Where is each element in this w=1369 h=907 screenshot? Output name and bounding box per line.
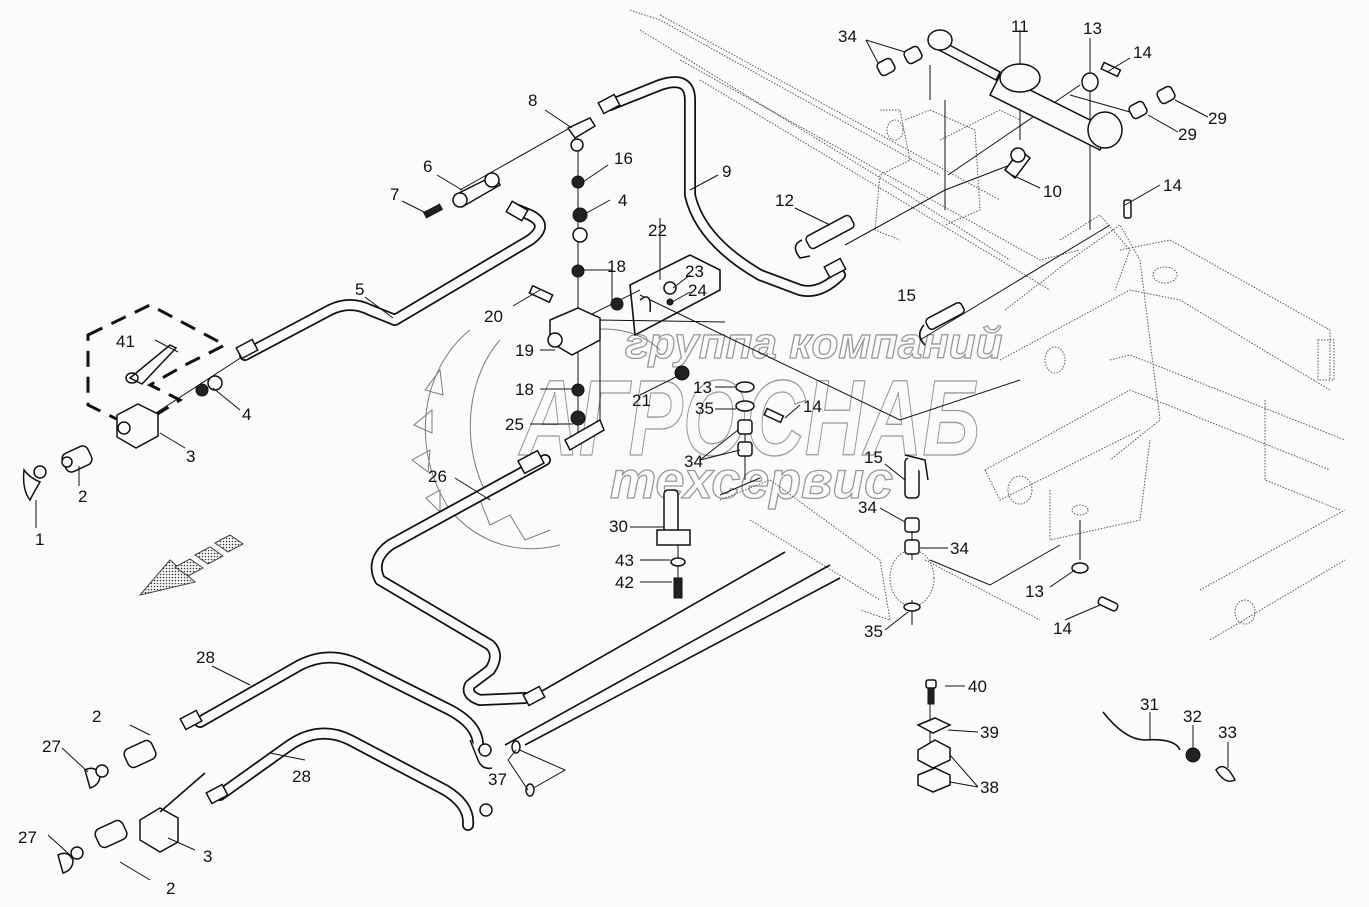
callout-20: 20 [484,307,503,326]
callout-7: 7 [390,185,399,204]
callout-41: 41 [116,332,135,351]
callout-leaders [35,30,1229,881]
kit-41-boundary [86,303,229,430]
callout-12: 12 [775,191,794,210]
callout-14: 14 [803,397,822,416]
callout-38: 38 [980,778,999,797]
callout-27: 27 [42,737,61,756]
callout-34: 34 [858,498,877,517]
callout-4: 4 [242,405,251,424]
callout-21: 21 [632,391,651,410]
callout-9: 9 [722,162,731,181]
callout-15: 15 [897,286,916,305]
callout-15: 15 [864,448,883,467]
callout-34: 34 [950,539,969,558]
callout-43: 43 [615,551,634,570]
callout-30: 30 [609,517,628,536]
callout-16: 16 [614,149,633,168]
callout-24: 24 [688,281,707,300]
callout-18: 18 [515,380,534,399]
callout-29: 29 [1178,125,1197,144]
watermark-line1: группа компаний [625,319,1003,368]
callout-35: 35 [695,399,714,418]
watermark-wreath-icon [411,328,661,550]
callout-37: 37 [488,770,507,789]
callout-29: 29 [1208,109,1227,128]
arrow-down-left-icon [138,534,244,596]
callout-1: 1 [35,530,44,549]
callout-40: 40 [968,677,987,696]
callout-27: 27 [18,828,37,847]
callout-4: 4 [618,191,627,210]
callout-23: 23 [685,262,704,281]
callout-3: 3 [203,847,212,866]
lever-part [125,344,178,385]
callout-19: 19 [515,341,534,360]
pipes [194,76,846,831]
callout-11: 11 [1011,17,1029,36]
callout-13: 13 [693,378,712,397]
callout-28: 28 [196,648,215,667]
watermark-line2: АГРОСНАБ [518,357,980,478]
callout-39: 39 [980,723,999,742]
callout-42: 42 [615,573,634,592]
machine-frame [629,9,1346,641]
parts [22,29,1237,874]
callout-18: 18 [607,257,626,276]
callout-10: 10 [1043,182,1062,201]
callout-6: 6 [423,157,432,176]
callout-14: 14 [1053,619,1072,638]
callout-28: 28 [292,767,311,786]
callout-2: 2 [92,707,101,726]
callout-35: 35 [864,622,883,641]
callout-25: 25 [505,415,524,434]
callout-34: 34 [838,27,857,46]
callout-34: 34 [684,452,703,471]
callout-5: 5 [355,280,364,299]
callout-14: 14 [1163,176,1182,195]
callout-22: 22 [648,221,667,240]
callout-2: 2 [166,879,175,898]
callout-13: 13 [1025,582,1044,601]
callout-26: 26 [428,467,447,486]
callout-labels: 1 2 2 2 3 3 4 4 5 6 7 8 9 10 11 12 13 13… [18,17,1237,898]
cap-part [22,468,42,502]
callout-31: 31 [1140,695,1159,714]
callout-33: 33 [1218,723,1237,742]
callout-32: 32 [1183,707,1202,726]
callout-14: 14 [1133,43,1152,62]
watermark: группа компаний АГРОСНАБ техсервис [411,318,1003,550]
watermark-line3: техсервис [610,452,893,510]
callout-8: 8 [528,91,537,110]
callout-13: 13 [1083,19,1102,38]
callout-2: 2 [78,487,87,506]
valve-block-part [116,403,159,449]
callout-3: 3 [186,447,195,466]
